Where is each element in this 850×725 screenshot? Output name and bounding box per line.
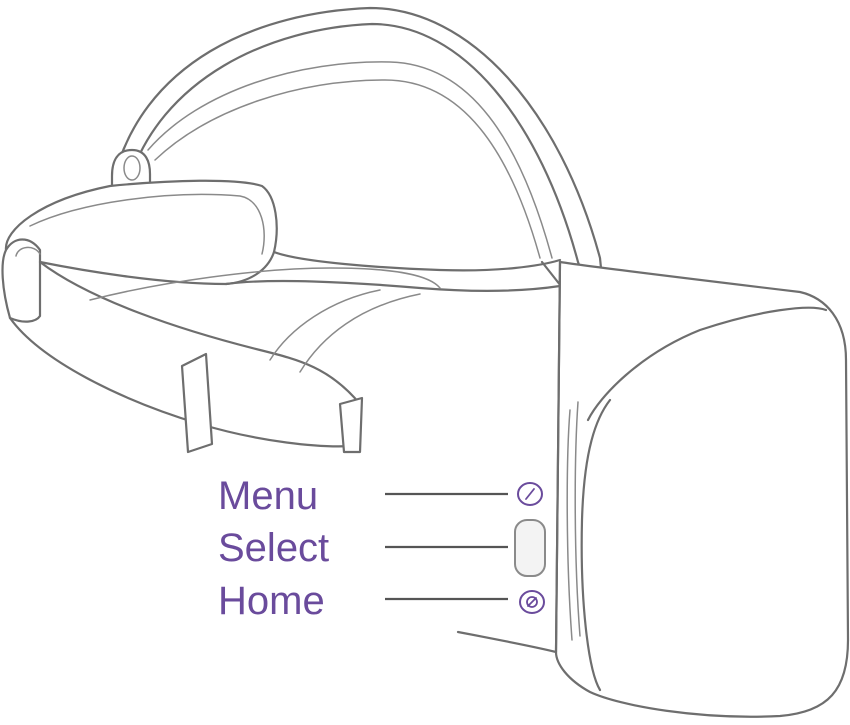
menu-button-icon[interactable] xyxy=(517,482,543,506)
select-label: Select xyxy=(218,526,329,570)
menu-label: Menu xyxy=(218,474,318,518)
home-label: Home xyxy=(218,579,325,623)
home-button-icon[interactable] xyxy=(519,590,545,614)
head-strap xyxy=(1,179,562,454)
front-visor xyxy=(456,260,850,718)
select-button-icon[interactable] xyxy=(514,519,546,577)
